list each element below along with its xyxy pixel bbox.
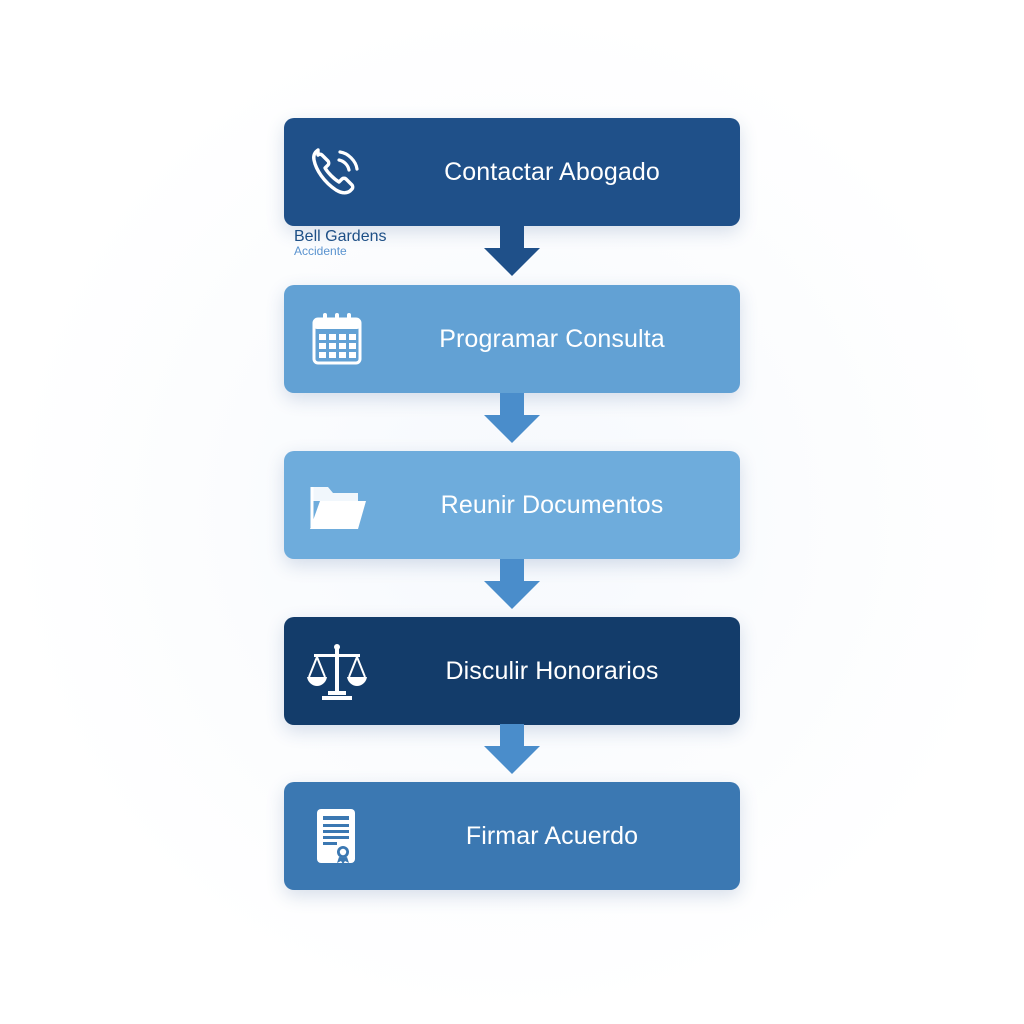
folder-icon <box>306 475 368 537</box>
down-arrow-icon <box>484 226 540 276</box>
scales-icon <box>306 641 368 703</box>
step-label: Reunir Documentos <box>440 491 664 519</box>
step-label: Programar Consulta <box>439 325 665 353</box>
phone-icon <box>306 142 368 204</box>
step-programar-consulta: Programar Consulta <box>284 285 740 393</box>
step-contactar-abogado: Contactar Abogado <box>284 118 740 226</box>
down-arrow-icon <box>484 724 540 774</box>
brand-subtitle: Accidente <box>294 244 347 258</box>
step-reunir-documentos: Reunir Documentos <box>284 451 740 559</box>
calendar-icon <box>306 309 368 371</box>
down-arrow-icon <box>484 559 540 609</box>
step-label: Disculir Honorarios <box>445 657 659 685</box>
contract-icon <box>306 806 368 868</box>
step-label: Firmar Acuerdo <box>465 822 639 850</box>
down-arrow-icon <box>484 393 540 443</box>
step-label: Contactar Abogado <box>444 158 660 186</box>
brand-watermark: Bell Gardens Accidente <box>294 228 387 258</box>
step-discutir-honorarios: Disculir Honorarios <box>284 617 740 725</box>
brand-name: Bell Gardens <box>294 228 387 245</box>
step-firmar-acuerdo: Firmar Acuerdo <box>284 782 740 890</box>
